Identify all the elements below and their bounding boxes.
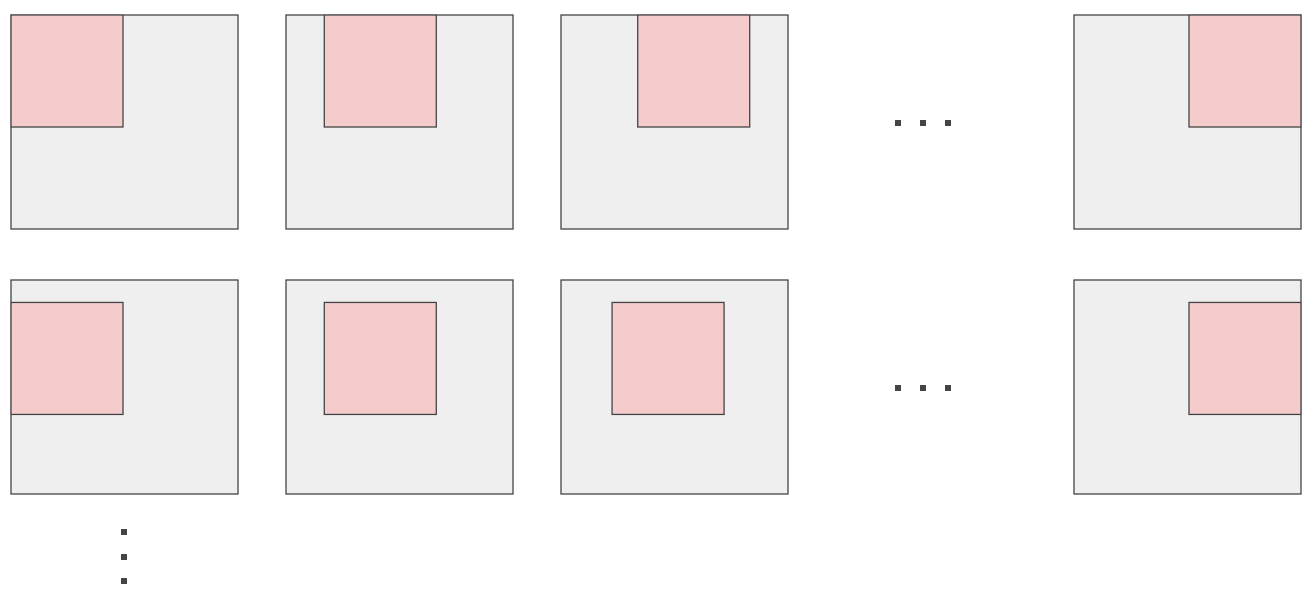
window-row2-2 bbox=[323, 301, 437, 416]
windows-layer bbox=[10, 14, 1302, 416]
ellipsis-dot-row1-3 bbox=[945, 120, 951, 126]
window-row2-4 bbox=[1188, 301, 1302, 416]
ellipsis-layer bbox=[121, 120, 951, 584]
vertical-ellipsis-dot-1 bbox=[121, 529, 127, 535]
window-row1-2 bbox=[323, 14, 437, 128]
ellipsis-dot-row2-1 bbox=[895, 385, 901, 391]
vertical-ellipsis-dot-2 bbox=[121, 554, 127, 560]
ellipsis-dot-row2-2 bbox=[920, 385, 926, 391]
window-row2-3 bbox=[611, 301, 725, 416]
ellipsis-dot-row1-1 bbox=[895, 120, 901, 126]
ellipsis-dot-row1-2 bbox=[920, 120, 926, 126]
window-row1-1 bbox=[10, 14, 124, 128]
ellipsis-dot-row2-3 bbox=[945, 385, 951, 391]
vertical-ellipsis-dot-3 bbox=[121, 578, 127, 584]
window-row1-3 bbox=[637, 14, 751, 128]
window-row2-1 bbox=[10, 301, 124, 416]
window-row1-4 bbox=[1188, 14, 1302, 128]
